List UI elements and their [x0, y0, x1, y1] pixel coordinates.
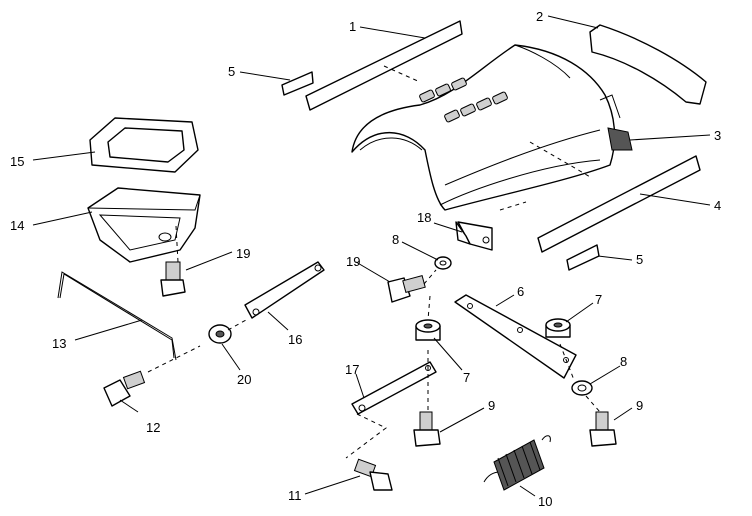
- label-14: 14: [10, 218, 24, 233]
- decal-stripe-4: [537, 155, 701, 253]
- nut-7-right: [545, 318, 571, 338]
- part-labels: 1 2 5 3 4 5 15 14 19 13 12 20 16 18 8 19…: [10, 9, 721, 509]
- label-9-right: 9: [636, 398, 643, 413]
- decal-stripe-1: [305, 20, 463, 111]
- label-6: 6: [517, 284, 524, 299]
- plate-6: [454, 294, 577, 379]
- nut-20: [208, 324, 232, 344]
- label-18: 18: [417, 210, 431, 225]
- label-1: 1: [349, 19, 356, 34]
- label-19-left: 19: [236, 246, 250, 261]
- decal-5-top: [281, 71, 314, 96]
- label-8-lower: 8: [620, 354, 627, 369]
- hood-shell: [351, 44, 633, 211]
- assembly-lines: [147, 65, 601, 459]
- label-13: 13: [52, 336, 66, 351]
- label-19-center: 19: [346, 254, 360, 269]
- bracket-16: [244, 261, 325, 319]
- bracket-17: [351, 361, 437, 415]
- bolt-9-right: [589, 411, 617, 447]
- label-15: 15: [10, 154, 24, 169]
- nut-7-center: [415, 319, 441, 341]
- label-7-center: 7: [463, 370, 470, 385]
- label-11: 11: [288, 488, 302, 503]
- rod-13: [57, 271, 177, 361]
- spring-10: [483, 435, 551, 491]
- label-2: 2: [536, 9, 543, 24]
- label-20: 20: [237, 372, 251, 387]
- bolt-11: [353, 458, 393, 491]
- tray-14: [87, 187, 201, 263]
- washer-8-lower: [571, 380, 593, 396]
- label-5-lower: 5: [636, 252, 643, 267]
- bracket-18: [455, 221, 493, 251]
- label-12: 12: [146, 420, 160, 435]
- bolt-19-left: [160, 261, 186, 297]
- label-3: 3: [714, 128, 721, 143]
- label-17: 17: [345, 362, 359, 377]
- label-16: 16: [288, 332, 302, 347]
- label-10: 10: [538, 494, 552, 509]
- bolt-19-center: [387, 275, 426, 303]
- decal-5-lower: [566, 244, 600, 271]
- label-5-top: 5: [228, 64, 235, 79]
- label-7-right: 7: [595, 292, 602, 307]
- leader-lines: [32, 15, 711, 497]
- spoiler-2: [589, 24, 707, 105]
- washer-8-upper: [434, 256, 452, 270]
- bolt-9-center: [413, 411, 441, 447]
- bolt-12: [103, 370, 146, 407]
- label-4: 4: [714, 198, 721, 213]
- label-8-upper: 8: [392, 232, 399, 247]
- label-9-center: 9: [488, 398, 495, 413]
- trim-frame-15: [89, 117, 199, 173]
